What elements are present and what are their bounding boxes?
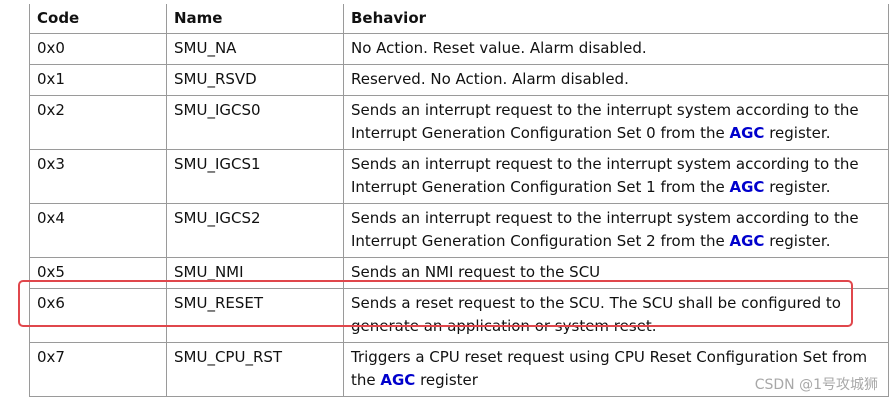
- behavior-cell: Triggers a CPU reset request using CPU R…: [343, 342, 889, 397]
- alarm-action-table: Code Name Behavior 0x0 SMU_NA No Action.…: [29, 4, 889, 397]
- code-cell: 0x2: [29, 95, 167, 150]
- code-cell: 0x3: [29, 149, 167, 204]
- name-cell: SMU_IGCS2: [166, 203, 344, 258]
- table-row: 0x4 SMU_IGCS2 Sends an interrupt request…: [29, 203, 889, 258]
- header-behavior: Behavior: [343, 4, 889, 34]
- behavior-cell: Sends an interrupt request to the interr…: [343, 95, 889, 150]
- code-cell: 0x5: [29, 257, 167, 289]
- behavior-text: register.: [764, 232, 831, 250]
- code-cell: 0x1: [29, 64, 167, 96]
- name-cell: SMU_RSVD: [166, 64, 344, 96]
- behavior-text: Triggers a CPU reset request using CPU R…: [351, 348, 868, 389]
- behavior-text: Sends an interrupt request to the interr…: [351, 155, 859, 196]
- table-row: 0x5 SMU_NMI Sends an NMI request to the …: [29, 257, 889, 289]
- behavior-text: register.: [764, 124, 831, 142]
- code-cell: 0x4: [29, 203, 167, 258]
- table-row: 0x2 SMU_IGCS0 Sends an interrupt request…: [29, 95, 889, 150]
- behavior-cell: Sends a reset request to the SCU. The SC…: [343, 288, 889, 343]
- code-cell: 0x7: [29, 342, 167, 397]
- table-row-highlighted: 0x6 SMU_RESET Sends a reset request to t…: [29, 288, 889, 343]
- behavior-text: Sends an interrupt request to the interr…: [351, 101, 859, 142]
- header-name: Name: [166, 4, 344, 34]
- watermark: CSDN @1号攻城狮: [754, 377, 878, 393]
- name-cell: SMU_RESET: [166, 288, 344, 343]
- behavior-text: register: [415, 371, 478, 389]
- name-cell: SMU_NMI: [166, 257, 344, 289]
- behavior-text: register.: [764, 178, 831, 196]
- name-cell: SMU_NA: [166, 33, 344, 65]
- header-code: Code: [29, 4, 167, 34]
- table-row: 0x7 SMU_CPU_RST Triggers a CPU reset req…: [29, 342, 889, 397]
- agc-register-link[interactable]: AGC: [729, 124, 765, 142]
- name-cell: SMU_IGCS0: [166, 95, 344, 150]
- table-row: 0x1 SMU_RSVD Reserved. No Action. Alarm …: [29, 64, 889, 96]
- behavior-cell: Sends an interrupt request to the interr…: [343, 203, 889, 258]
- code-cell: 0x0: [29, 33, 167, 65]
- agc-register-link[interactable]: AGC: [729, 232, 765, 250]
- behavior-cell: Sends an NMI request to the SCU: [343, 257, 889, 289]
- behavior-cell: Sends an interrupt request to the interr…: [343, 149, 889, 204]
- name-cell: SMU_IGCS1: [166, 149, 344, 204]
- table-header-row: Code Name Behavior: [29, 4, 889, 34]
- name-cell: SMU_CPU_RST: [166, 342, 344, 397]
- agc-register-link[interactable]: AGC: [729, 178, 765, 196]
- table-row: 0x0 SMU_NA No Action. Reset value. Alarm…: [29, 33, 889, 65]
- behavior-cell: Reserved. No Action. Alarm disabled.: [343, 64, 889, 96]
- agc-register-link[interactable]: AGC: [380, 371, 416, 389]
- behavior-text: Sends an interrupt request to the interr…: [351, 209, 859, 250]
- table-row: 0x3 SMU_IGCS1 Sends an interrupt request…: [29, 149, 889, 204]
- behavior-cell: No Action. Reset value. Alarm disabled.: [343, 33, 889, 65]
- code-cell: 0x6: [29, 288, 167, 343]
